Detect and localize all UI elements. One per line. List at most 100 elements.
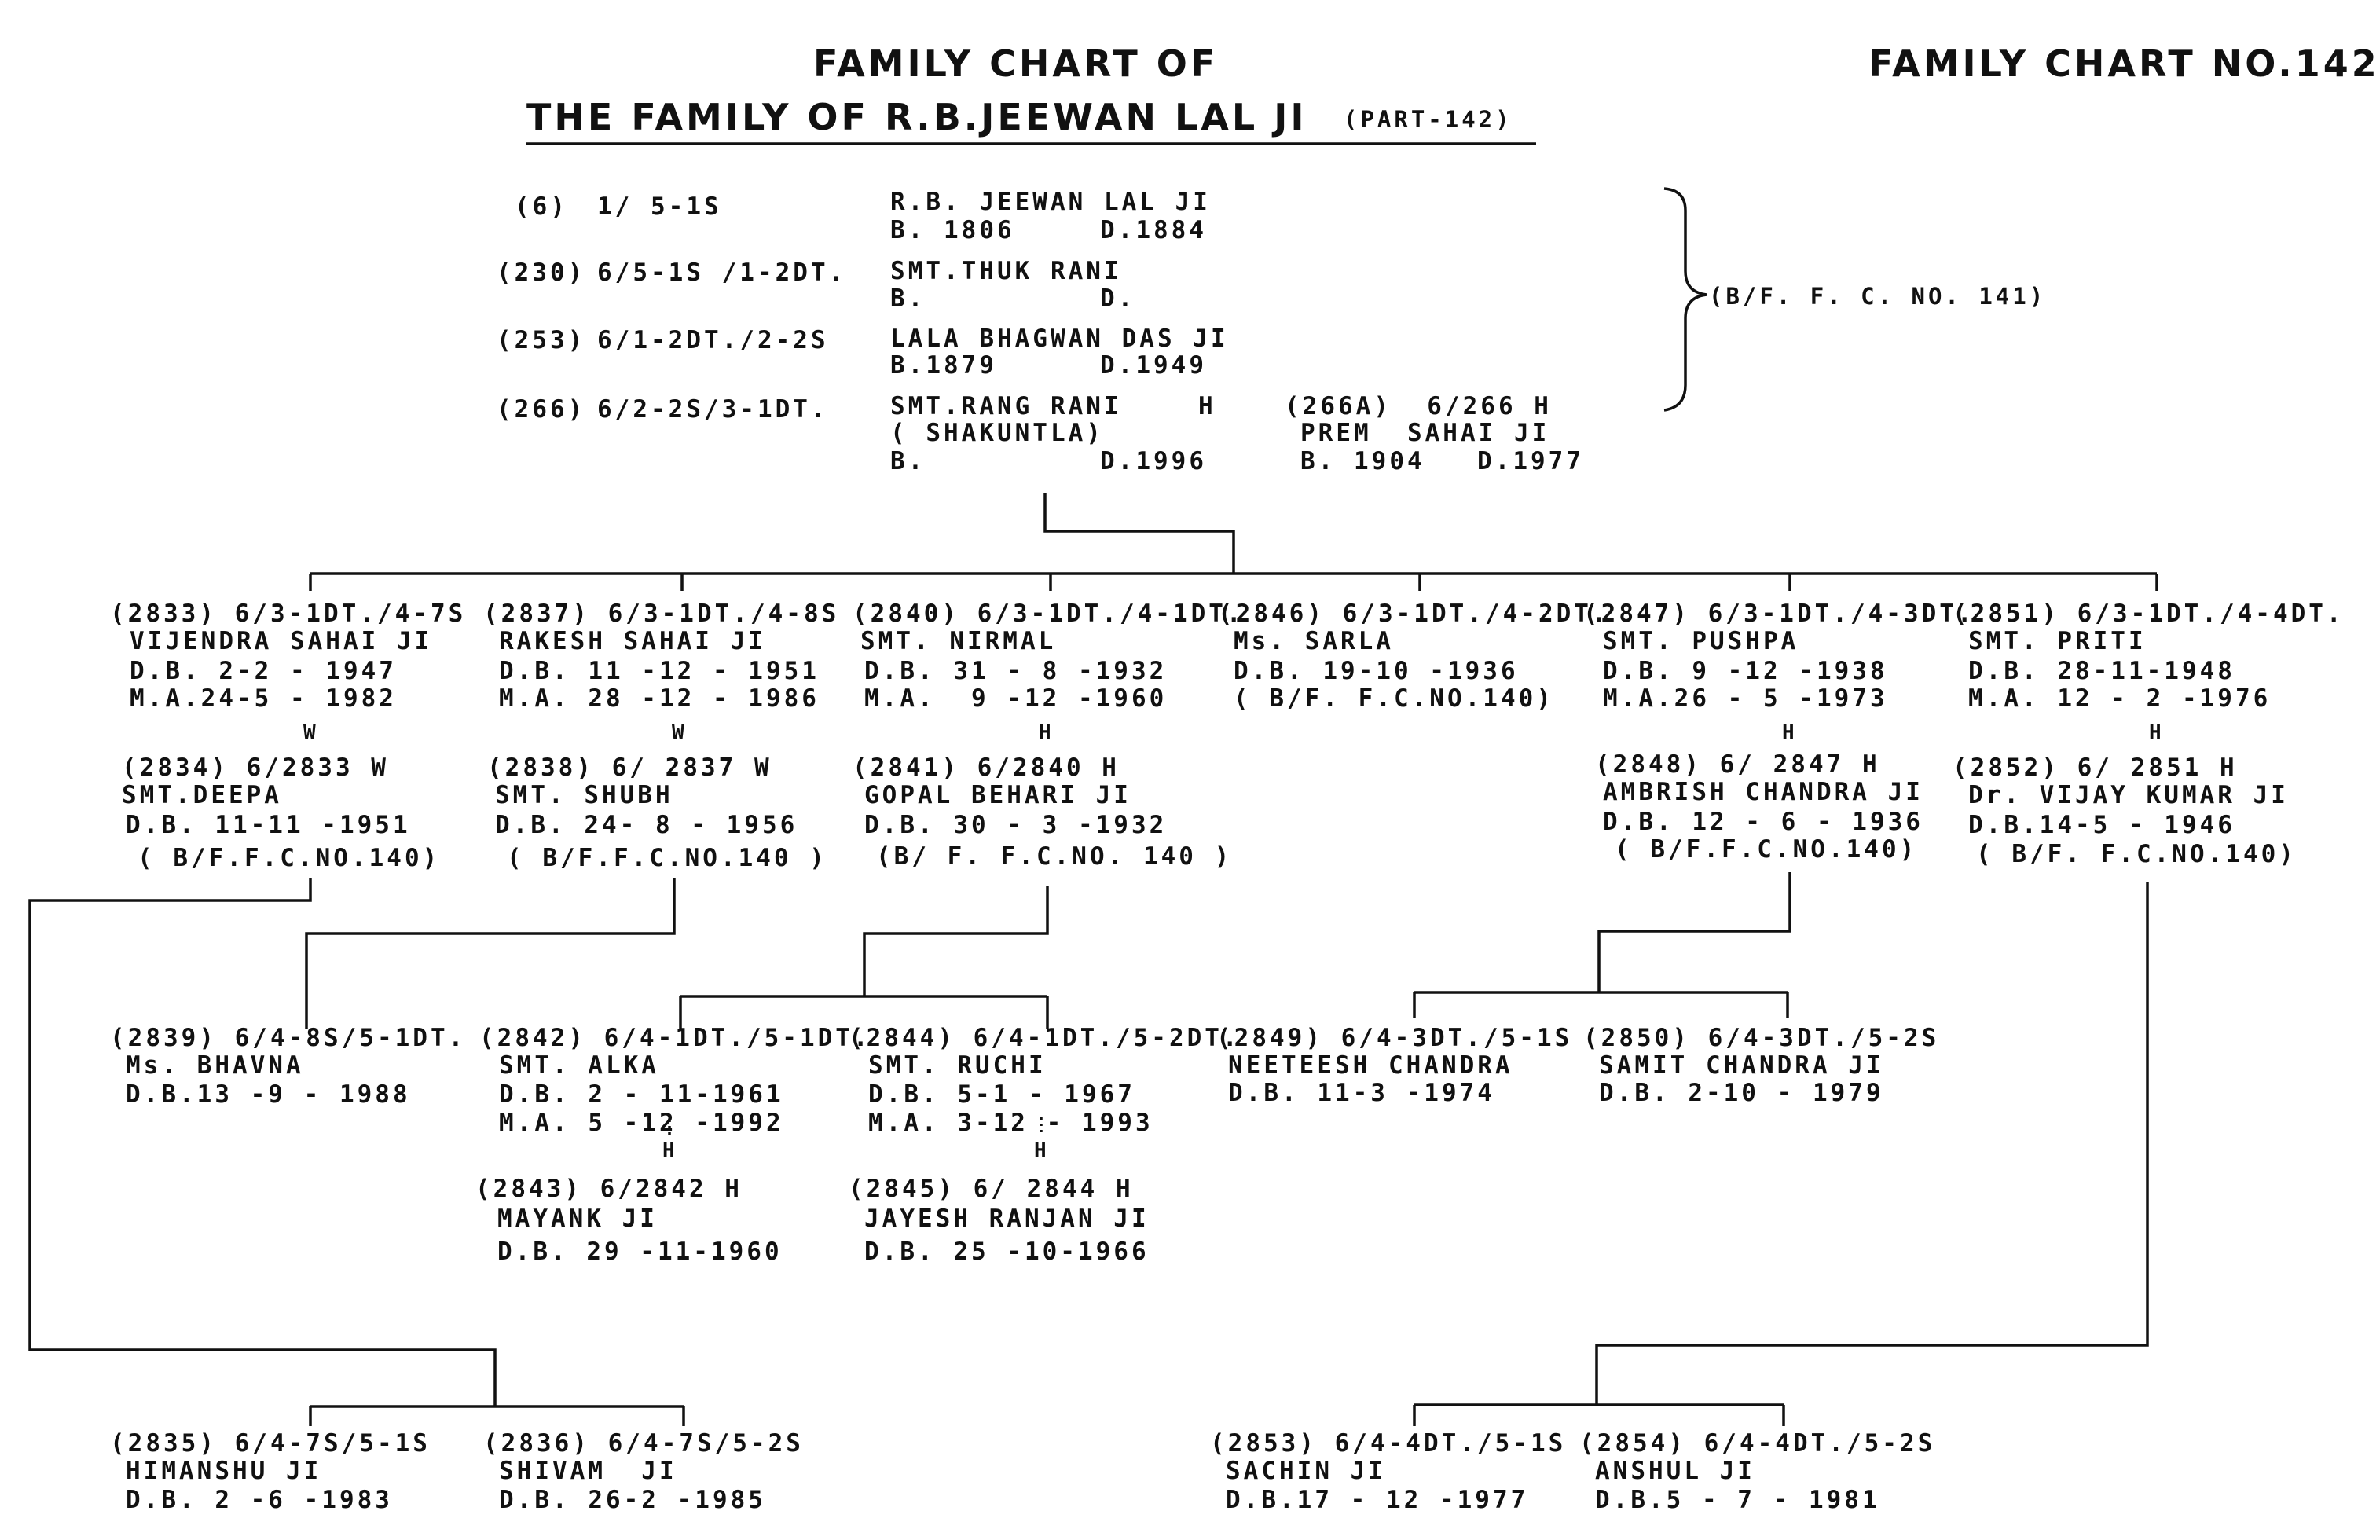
ancestry-code: (266) (497, 395, 586, 424)
reference: ( B/F. F.C.NO.140) (1234, 684, 1554, 713)
ancestry-death: D.1949 (1100, 351, 1207, 380)
family-title: THE FAMILY OF R.B.JEEWAN LAL JI (526, 96, 1307, 138)
person-name: Ms. SARLA (1234, 627, 1394, 655)
person-header: (2839) 6/4-8S/5-1DT. (110, 1024, 467, 1052)
person-dob: D.B. 2 - 11-1961 (499, 1080, 784, 1109)
person-dob: D.B.5 - 7 - 1981 (1595, 1486, 1880, 1514)
person-name: HIMANSHU JI (126, 1457, 322, 1485)
person-dob: D.B. 2 -6 -1983 (126, 1486, 393, 1514)
person-name: Ms. BHAVNA (126, 1051, 304, 1080)
title-part-label: (PART-142) (1344, 106, 1513, 133)
person-2841: (2841) 6/2840 H GOPAL BEHARI JI D.B. 30 … (853, 756, 1229, 878)
ancestry-name: LALA BHAGWAN DAS JI (890, 324, 1229, 353)
husband-marker: H (1782, 721, 1795, 745)
person-header: (2842) 6/4-1DT./5-1DT. (479, 1024, 871, 1052)
person-dob: D.B. 24- 8 - 1956 (495, 811, 798, 839)
ancestry-code: (253) (497, 326, 586, 354)
person-dob: D.B. 2-10 - 1979 (1599, 1079, 1884, 1107)
person-dob: D.B. 26-2 -1985 (499, 1486, 766, 1514)
person-2838: (2838) 6/ 2837 W SMT. SHUBH D.B. 24- 8 -… (487, 756, 824, 878)
person-2844: (2844) 6/4-1DT./5-2DT. SMT. RUCHI D.B. 5… (849, 1026, 1238, 1148)
person-2837: (2837) 6/3-1DT./4-8S RAKESH SAHAI JI D.B… (483, 602, 836, 724)
person-name: VIJENDRA SAHAI JI (130, 627, 433, 655)
person-dob: D.B. 9 -12 -1938 (1603, 657, 1888, 685)
person-dob: D.B. 25 -10-1966 (864, 1238, 1150, 1266)
reference: ( B/F.F.C.NO.140) (138, 844, 441, 872)
person-header: (2851) 6/3-1DT./4-4DT. (1953, 600, 2345, 628)
person-dob: D.B. 28-11-1948 (1968, 657, 2235, 685)
ancestry-name: SMT.THUK RANI (890, 257, 1122, 285)
reference: ( B/F. F.C.NO.140) (1976, 840, 2297, 868)
person-name: Dr. VIJAY KUMAR JI (1968, 781, 2289, 809)
person-header: (2853) 6/4-4DT./5-1S (1210, 1429, 1567, 1458)
person-name: JAYESH RANJAN JI (864, 1204, 1150, 1233)
person-name: SMT. ALKA (499, 1051, 659, 1080)
person-header: (2837) 6/3-1DT./4-8S (483, 600, 840, 628)
person-name: SMT. SHUBH (495, 781, 673, 809)
person-header: (2848) 6/ 2847 H (1595, 750, 1880, 779)
person-name: NEETEESH CHANDRA (1228, 1051, 1513, 1080)
brace-reference: (B/F. F. C. NO. 141) (1709, 283, 2047, 310)
person-marriage: M.A.24-5 - 1982 (130, 684, 397, 713)
wife-marker: W (303, 721, 316, 745)
ancestry-relation: 6/2-2S/3-1DT. (597, 395, 829, 424)
person-2836: (2836) 6/4-7S/5-2S SHIVAM JI D.B. 26-2 -… (483, 1432, 801, 1529)
ancestry-death: D. (1100, 284, 1136, 313)
person-marriage: M.A. 3-12 - 1993 (868, 1109, 1153, 1137)
spouse-code: (266A) 6/266 H (1285, 392, 1552, 420)
person-name: SMT.DEEPA (122, 781, 282, 809)
chart-number: FAMILY CHART NO.142 (1868, 42, 2380, 85)
person-name: SMT. NIRMAL (860, 627, 1057, 655)
wife-marker: W (672, 721, 684, 745)
reference: ( B/F.F.C.NO.140 ) (507, 844, 827, 872)
person-2840: (2840) 6/3-1DT./4-1DT. SMT. NIRMAL D.B. … (853, 602, 1241, 724)
person-2852: (2852) 6/ 2851 H Dr. VIJAY KUMAR JI D.B.… (1953, 756, 2294, 878)
person-dob: D.B.17 - 12 -1977 (1226, 1486, 1529, 1514)
person-2845: (2845) 6/ 2844 H JAYESH RANJAN JI D.B. 2… (849, 1177, 1146, 1274)
person-dob: D.B. 30 - 3 -1932 (864, 811, 1168, 839)
person-2833: (2833) 6/3-1DT./4-7S VIJENDRA SAHAI JI D… (110, 602, 463, 724)
person-header: (2849) 6/4-3DT./5-1S (1216, 1024, 1573, 1052)
person-name: ANSHUL JI (1595, 1457, 1755, 1485)
ancestry-alias: ( SHAKUNTLA) (890, 419, 1104, 447)
person-header: (2850) 6/4-3DT./5-2S (1583, 1024, 1940, 1052)
ancestry-relation: 1/ 5-1S (597, 192, 722, 221)
ancestry-birth: B.1879 (890, 351, 997, 380)
person-dob: D.B. 19-10 -1936 (1234, 657, 1519, 685)
reference: ( B/F.F.C.NO.140) (1615, 835, 1918, 864)
person-dob: D.B. 5-1 - 1967 (868, 1080, 1135, 1109)
person-header: (2846) 6/3-1DT./4-2DT. (1218, 600, 1610, 628)
ancestry-death: D.1884 (1100, 216, 1207, 244)
person-2854: (2854) 6/4-4DT./5-2S ANSHUL JI D.B.5 - 7… (1579, 1432, 1932, 1529)
ancestry-name: R.B. JEEWAN LAL JI (890, 188, 1211, 216)
person-dob: D.B. 12 - 6 - 1936 (1603, 808, 1923, 836)
person-dob: D.B. 11 -12 - 1951 (499, 657, 820, 685)
person-header: (2843) 6/2842 H (475, 1175, 743, 1203)
person-name: GOPAL BEHARI JI (864, 781, 1131, 809)
person-name: SMT. PRITI (1968, 627, 2147, 655)
ancestry-birth: B. 1806 (890, 216, 1015, 244)
person-name: AMBRISH CHANDRA JI (1603, 778, 1923, 806)
person-dob: D.B.14-5 - 1946 (1968, 811, 2235, 839)
person-2847: (2847) 6/3-1DT./4-3DT. SMT. PUSHPA D.B. … (1583, 602, 1972, 724)
person-dob: D.B. 31 - 8 -1932 (864, 657, 1168, 685)
person-name: SHIVAM JI (499, 1457, 677, 1485)
ancestry-birth: B. (890, 284, 926, 313)
person-marriage: M.A. 28 -12 - 1986 (499, 684, 820, 713)
person-header: (2833) 6/3-1DT./4-7S (110, 600, 467, 628)
person-2851: (2851) 6/3-1DT./4-4DT. SMT. PRITI D.B. 2… (1953, 602, 2341, 724)
person-dob: D.B. 2-2 - 1947 (130, 657, 397, 685)
husband-marker: H (1039, 721, 1051, 745)
ancestry-birth: B. (890, 447, 926, 475)
person-marriage: M.A. 9 -12 -1960 (864, 684, 1168, 713)
person-2850: (2850) 6/4-3DT./5-2S SAMIT CHANDRA JI D.… (1583, 1026, 1936, 1124)
person-2853: (2853) 6/4-4DT./5-1S SACHIN JI D.B.17 - … (1210, 1432, 1563, 1529)
person-header: (2835) 6/4-7S/5-1S (110, 1429, 431, 1458)
husband-marker: H (1198, 392, 1216, 420)
person-name: SMT. RUCHI (868, 1051, 1047, 1080)
person-dob: D.B. 29 -11-1960 (497, 1238, 783, 1266)
person-2848: (2848) 6/ 2847 H AMBRISH CHANDRA JI D.B.… (1595, 753, 1920, 874)
person-2846: (2846) 6/3-1DT./4-2DT. Ms. SARLA D.B. 19… (1218, 602, 1607, 724)
person-header: (2845) 6/ 2844 H (849, 1175, 1134, 1203)
